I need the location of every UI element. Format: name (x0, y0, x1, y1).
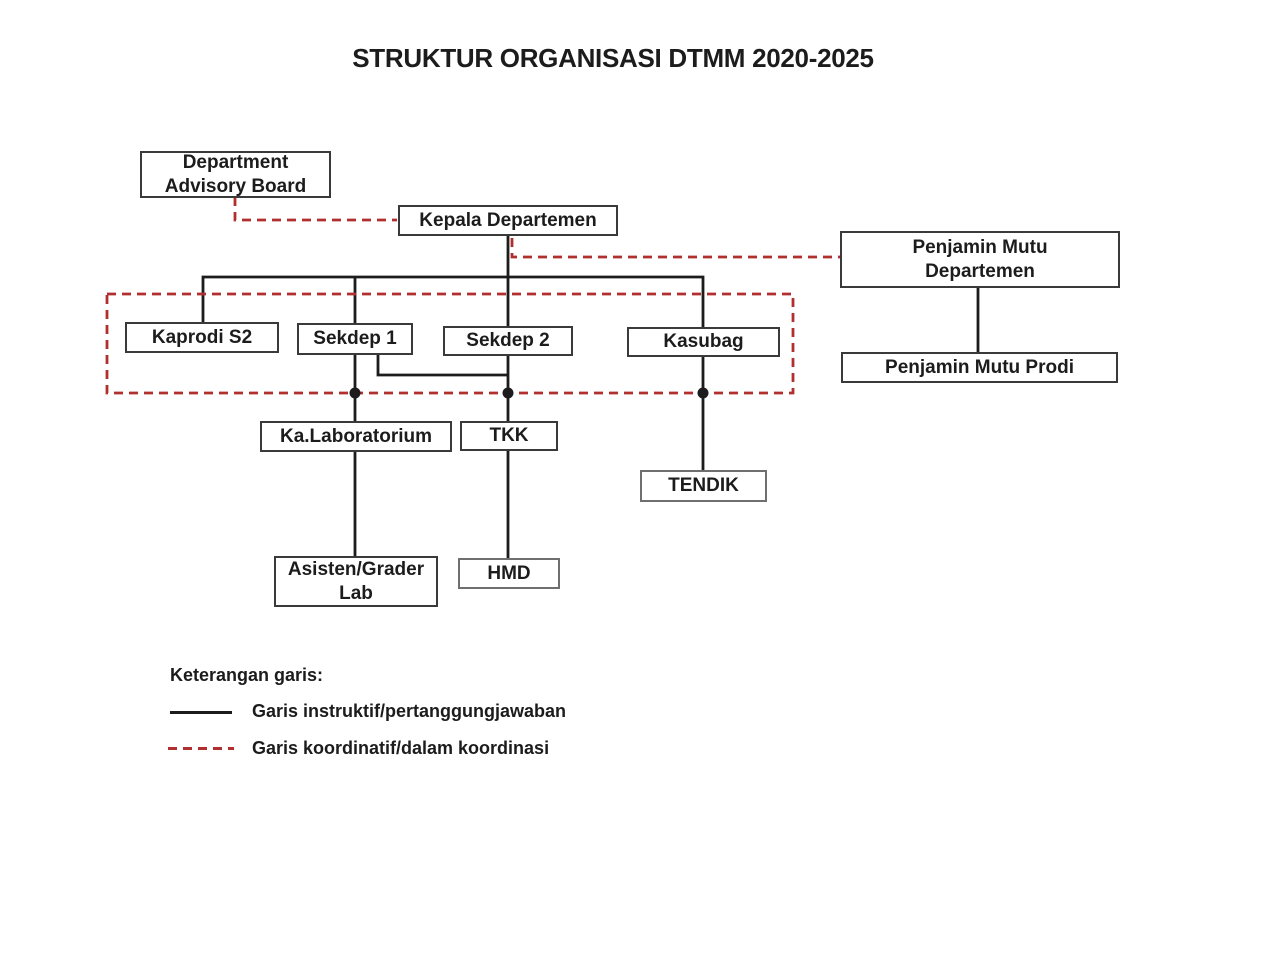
node-sekdep-2: Sekdep 2 (443, 326, 573, 356)
junction-dot (502, 387, 514, 399)
node-penjamin-mutu-prodi: Penjamin Mutu Prodi (841, 352, 1118, 383)
node-kasubag: Kasubag (627, 327, 780, 357)
node-sekdep-1: Sekdep 1 (297, 323, 413, 355)
legend-dashed-line-swatch (168, 747, 234, 750)
legend-item-instructive-label: Garis instruktif/pertanggungjawaban (252, 701, 567, 721)
edge-advisory-kepala-dashed (233, 197, 397, 222)
legend-solid-line-swatch (170, 711, 232, 714)
node-kaprodi-s2: Kaprodi S2 (125, 322, 279, 353)
edge-sekdep1-sekdep2 (376, 355, 508, 377)
node-hmd: HMD (458, 558, 560, 589)
node-tkk: TKK (460, 421, 558, 451)
coordination-group-dashed-box (105, 292, 795, 395)
node-kepala-departemen: Kepala Departemen (398, 205, 618, 236)
node-tendik: TENDIK (640, 470, 767, 502)
edge-distributor (201, 275, 705, 327)
junction-dot (349, 387, 361, 399)
edge-kepala-pmd-dashed (510, 238, 840, 259)
legend-item-coordinative-label: Garis koordinatif/dalam koordinasi (252, 738, 550, 758)
node-ka-laboratorium: Ka.Laboratorium (260, 421, 452, 452)
legend-heading: Keterangan garis: (170, 665, 324, 685)
junction-dot (697, 387, 709, 399)
diagram-title: STRUKTUR ORGANISASI DTMM 2020-2025 (352, 43, 874, 73)
